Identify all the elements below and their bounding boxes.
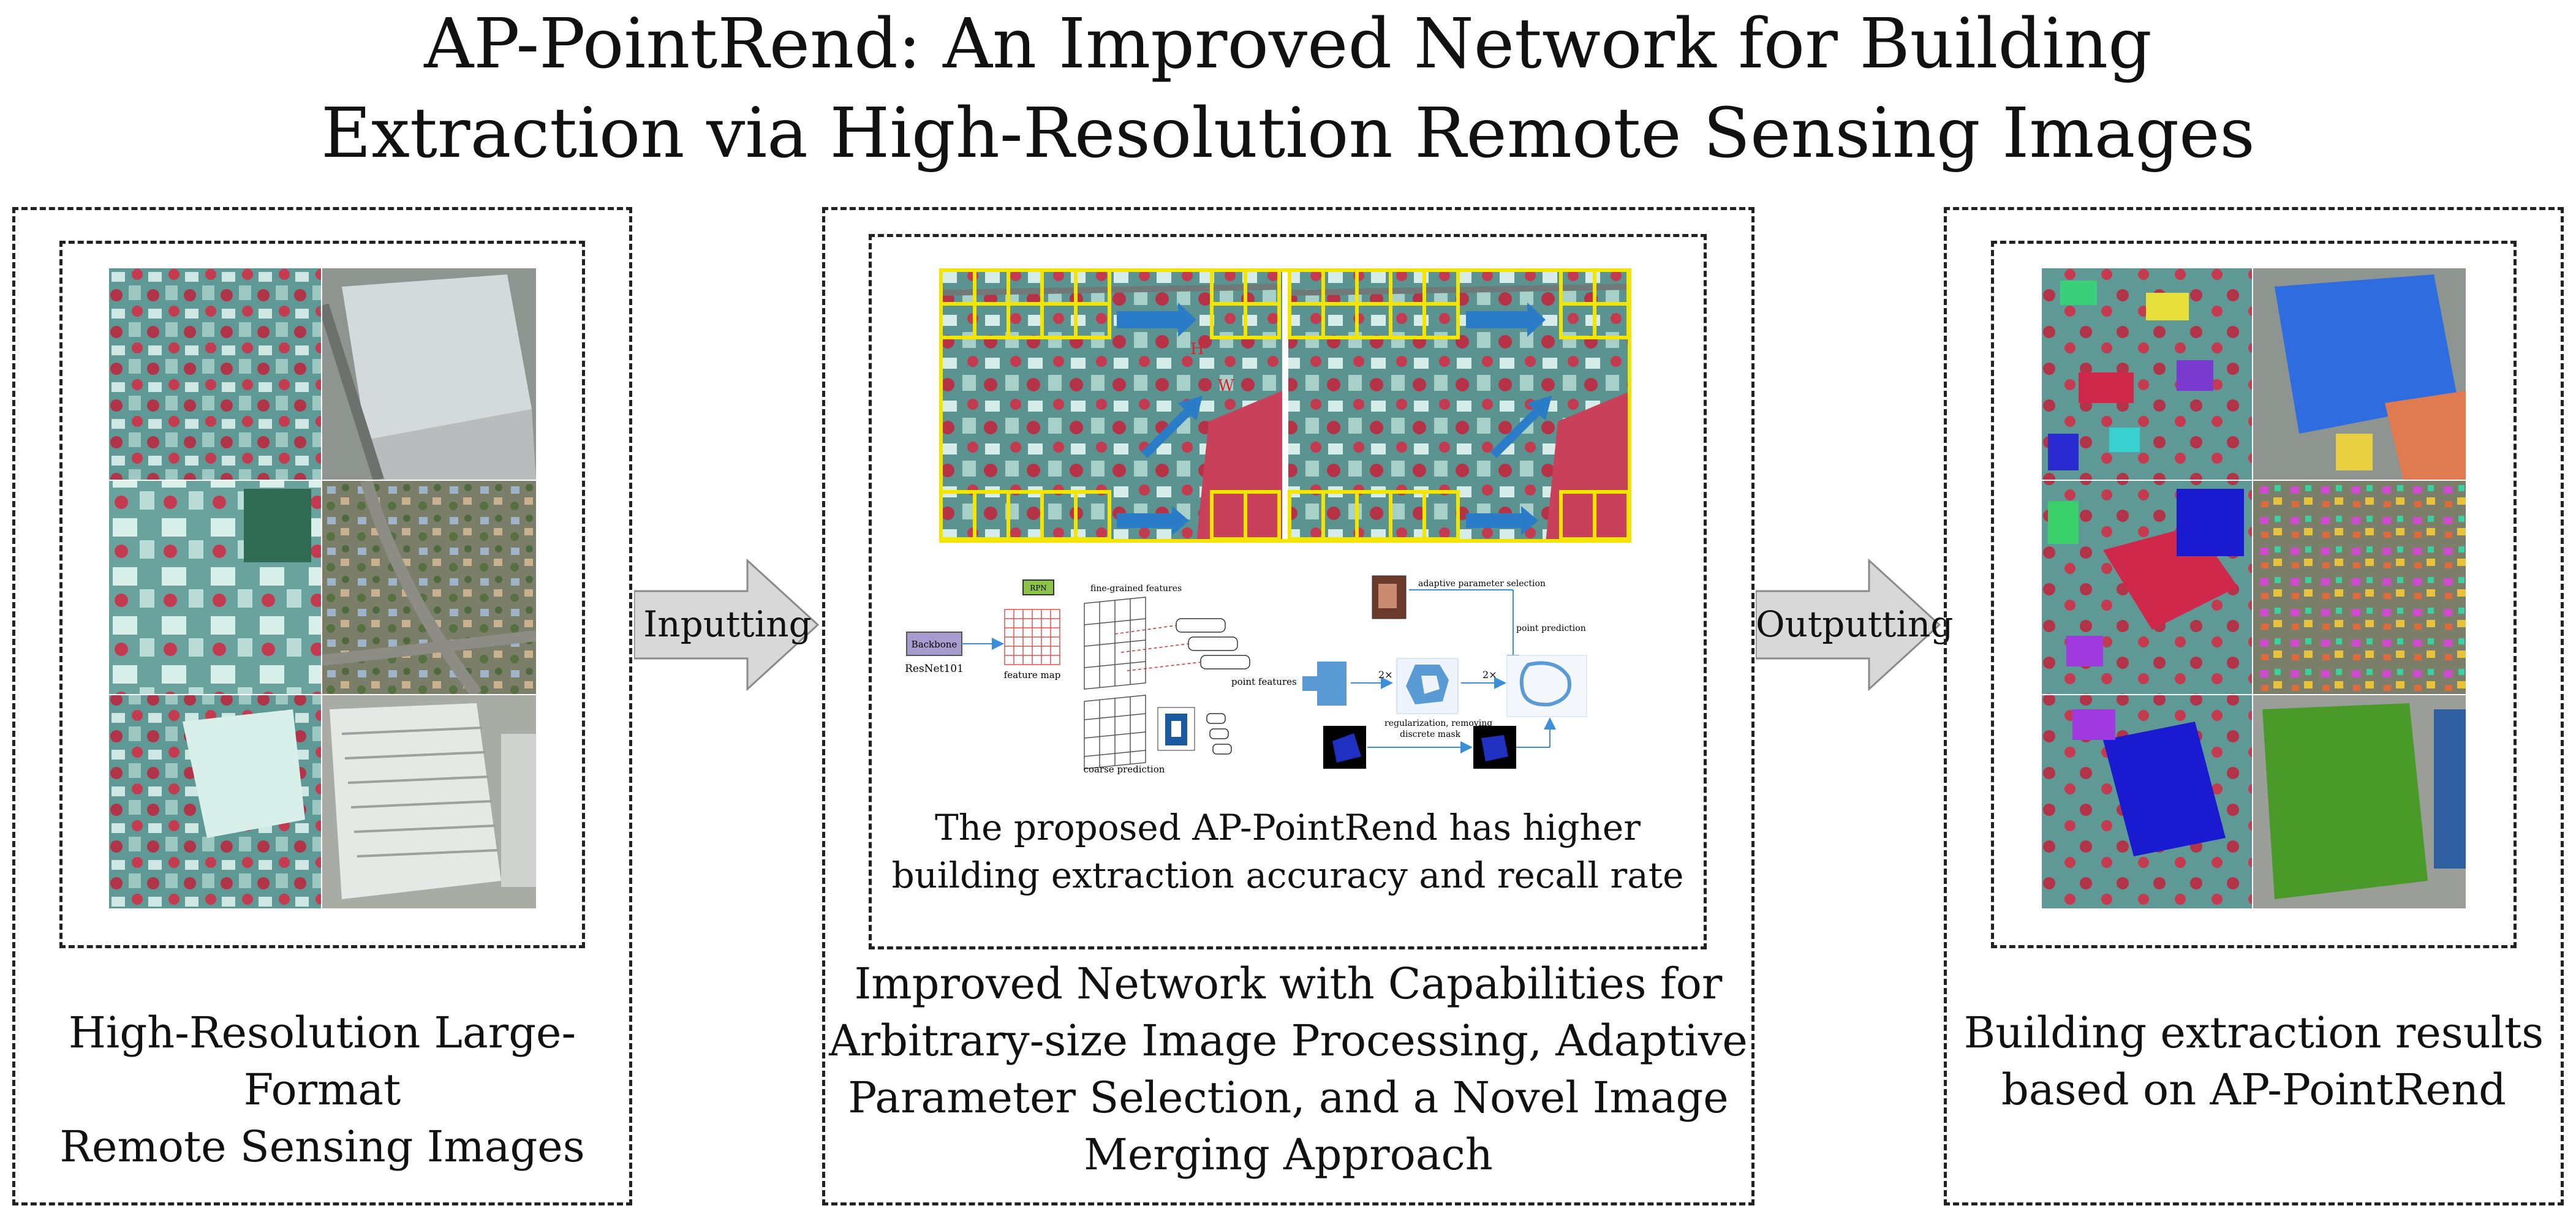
middle-caption-line-2: Arbitrary-size Image Processing, Adaptiv… [829, 1016, 1748, 1066]
remote-sensing-images-mosaic [109, 268, 536, 908]
building-extraction-results-mosaic [2042, 268, 2466, 908]
coarse-prediction-label: coarse prediction [1084, 764, 1165, 775]
backbone-block [906, 632, 962, 656]
middle-panel [822, 207, 1754, 1205]
page-title-line-1: AP-PointRend: An Improved Network for Bu… [424, 4, 2152, 84]
final-mask-grid [1506, 655, 1587, 717]
tiled-image-grid-figure: H W [939, 268, 1631, 543]
inputting-label: Inputting [643, 603, 812, 645]
upsample-2x-second: 2× [1483, 669, 1497, 681]
pointrend-flow-diagram: Backbone ResNet101 feature map RPN fine-… [901, 573, 1679, 775]
point-feature-cylinders [1176, 618, 1250, 669]
left-image-frame [59, 241, 585, 948]
page-title-line-2: Extraction via High-Resolution Remote Se… [321, 94, 2255, 173]
right-caption-line-1: Building extraction results [1963, 1008, 2544, 1058]
coarse-prediction-mask [1157, 707, 1195, 751]
figure-caption-line-2: building extraction accuracy and recall … [891, 854, 1684, 896]
coarse-prediction-grid [1084, 695, 1146, 769]
middle-figure-frame [869, 234, 1707, 949]
regularization-label: regularization, removing [1384, 718, 1492, 728]
fine-grained-features-label: fine-grained features [1090, 584, 1182, 594]
middle-panel-caption: Improved Network with Capabilities for A… [822, 956, 1754, 1183]
right-caption-line-2: based on AP-PointRend [2001, 1065, 2506, 1115]
middle-caption-line-3: Parameter Selection, and a Novel Image [848, 1073, 1729, 1123]
feature-map-label: feature map [1004, 669, 1061, 681]
figure-caption: The proposed AP-PointRend has higher bui… [869, 804, 1707, 899]
discrete-mask-label: discrete mask [1400, 730, 1461, 739]
refined-mask-grid [1396, 658, 1459, 714]
middle-caption-line-4: Merging Approach [1084, 1130, 1493, 1180]
rpn-label: RPN [1030, 584, 1047, 592]
outputting-arrow [1756, 558, 1941, 692]
fine-grained-grid [1084, 597, 1146, 690]
inputting-arrow [634, 558, 820, 692]
point-features-label: point features [1231, 676, 1297, 687]
left-caption-line-2: Remote Sensing Images [59, 1122, 585, 1172]
figure-caption-line-1: The proposed AP-PointRend has higher [935, 807, 1641, 848]
outputting-label: Outputting [1756, 603, 1954, 645]
coarse-mask-grid [1302, 662, 1347, 706]
feature-map-grid [1004, 609, 1060, 665]
adaptive-parameter-label: adaptive parameter selection [1418, 579, 1546, 589]
right-panel [1944, 207, 2564, 1205]
left-panel-caption: High-Resolution Large-Format Remote Sens… [12, 1005, 632, 1175]
resnet-label: ResNet101 [905, 663, 964, 675]
right-panel-caption: Building extraction results based on AP-… [1944, 1005, 2564, 1118]
upsample-2x-first: 2× [1378, 669, 1393, 681]
right-image-frame [1991, 241, 2517, 948]
grid-label-h: H [1190, 340, 1204, 358]
point-prediction-label: point prediction [1516, 624, 1586, 633]
grid-label-w: W [1218, 377, 1234, 395]
left-panel [12, 207, 632, 1205]
backbone-label: Backbone [912, 639, 958, 650]
left-caption-line-1: High-Resolution Large-Format [68, 1008, 576, 1115]
rpn-block [1022, 579, 1054, 595]
middle-caption-line-1: Improved Network with Capabilities for [854, 959, 1723, 1009]
